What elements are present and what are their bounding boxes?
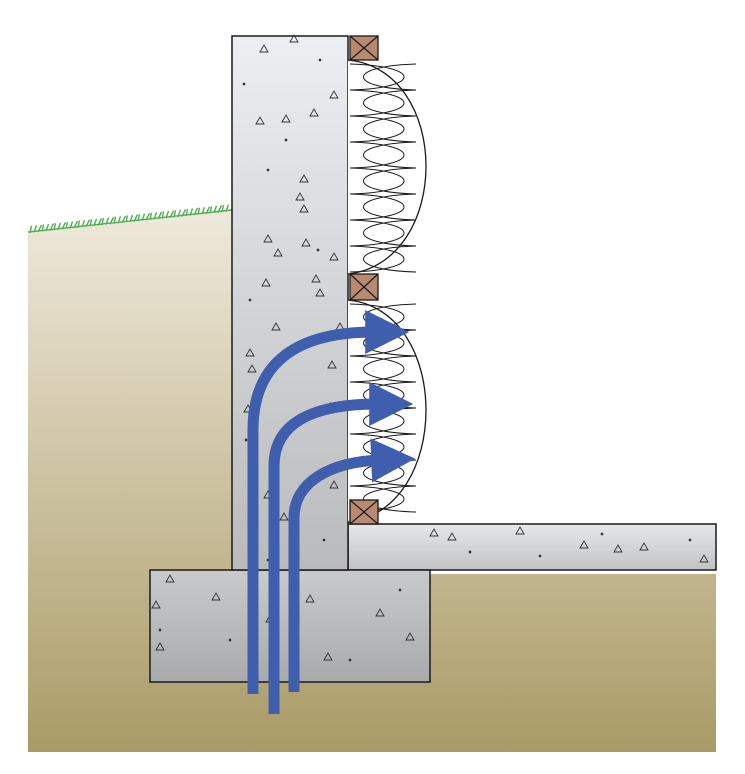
wood-blocking-bottom	[349, 499, 379, 525]
concrete-slab	[347, 523, 717, 571]
wood-blocking-middle	[349, 273, 379, 301]
moisture-arrow-middle	[268, 382, 414, 714]
batt-insulation-upper	[347, 59, 427, 275]
moisture-arrow-upper	[247, 310, 410, 694]
moisture-arrow-lower	[288, 438, 416, 692]
moisture-flow-arrows	[247, 310, 416, 714]
wood-blocking-top	[349, 35, 379, 61]
grass-line	[27, 204, 233, 233]
concrete-aggregate	[151, 34, 709, 662]
